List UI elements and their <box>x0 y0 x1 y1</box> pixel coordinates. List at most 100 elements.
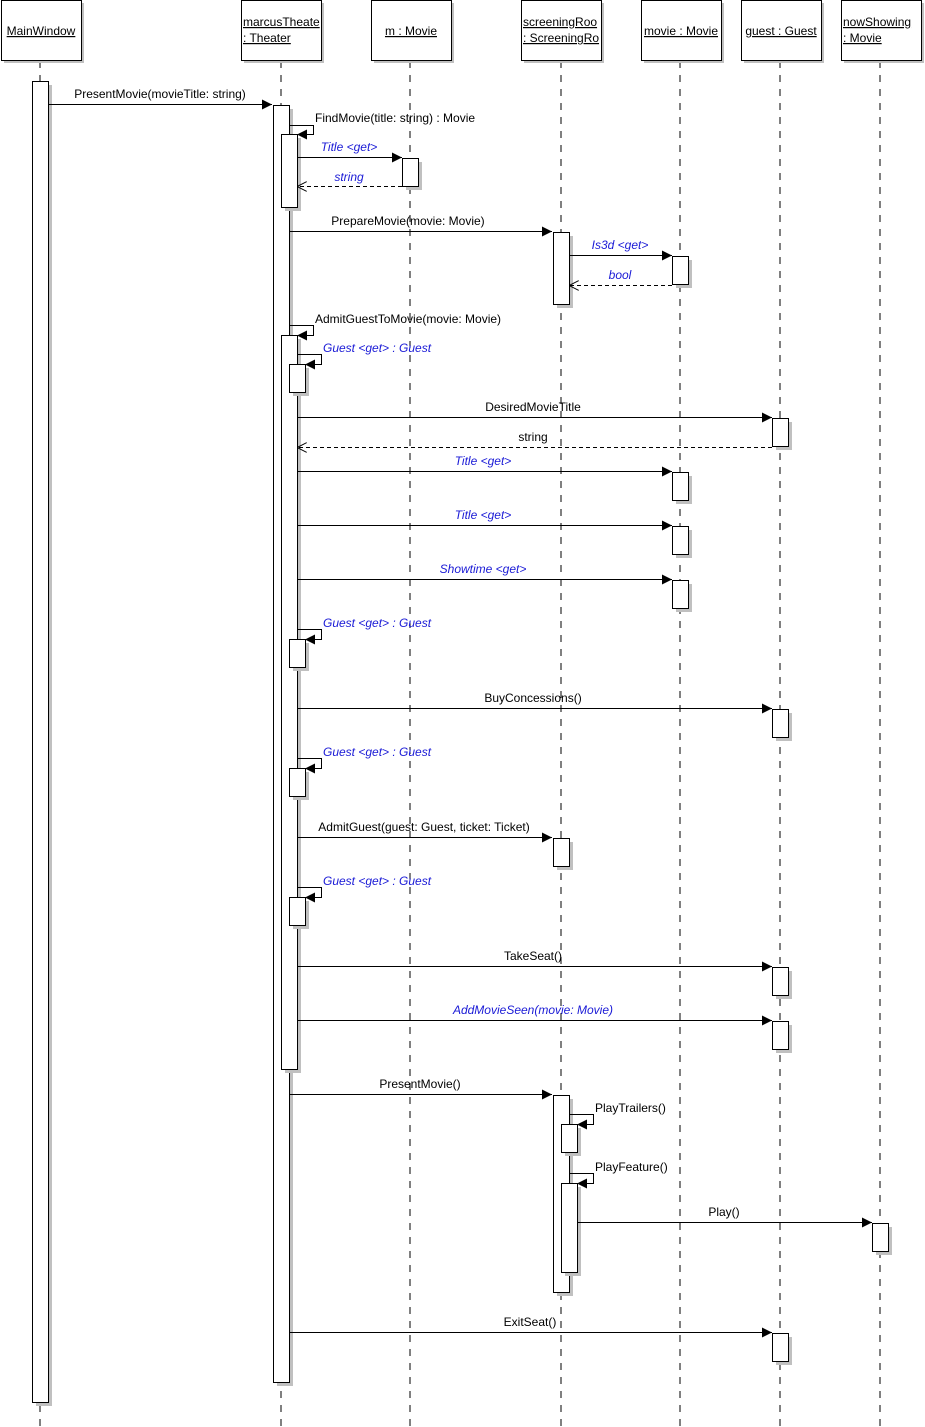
activation-bar-box <box>672 472 689 501</box>
lifeline-m: m : Movie <box>371 0 454 1427</box>
lifeline-name-line: marcusTheate <box>243 15 320 29</box>
lifeline-guest: guest : Guest <box>741 0 824 1427</box>
message-self-call: AdmitGuestToMovie(movie: Movie) <box>289 312 501 341</box>
activation-bar-box <box>561 1183 578 1273</box>
message-call: Is3d <get> <box>569 238 672 261</box>
message-call: DesiredMovieTitle <box>297 400 772 423</box>
lifeline-name-line: m : Movie <box>385 24 437 38</box>
message-self-call: PlayTrailers() <box>569 1101 666 1130</box>
activation-bar <box>772 709 792 741</box>
message-self-call: Guest <get> : Guest <box>297 874 432 903</box>
message-self-call: PlayFeature() <box>569 1160 668 1189</box>
message-label: DesiredMovieTitle <box>485 400 581 414</box>
activation-bar-box <box>561 1124 578 1153</box>
activation-bar-box <box>289 897 306 926</box>
message-label: Title <get> <box>321 140 378 154</box>
lifeline-header-box[interactable] <box>521 0 602 61</box>
message-return: bool <box>569 268 672 286</box>
self-call-arrow <box>289 325 314 341</box>
message-label: Guest <get> : Guest <box>323 341 432 355</box>
message-label: Play() <box>708 1205 739 1219</box>
message-call: PresentMovie() <box>289 1077 552 1100</box>
activation-bar-box <box>289 768 306 797</box>
activation-bar-box <box>772 967 789 996</box>
activation-bar <box>281 335 301 1073</box>
message-label: string <box>334 170 364 184</box>
activation-bar <box>672 580 692 612</box>
activation-bar <box>281 134 301 211</box>
activation-bar-box <box>289 364 306 393</box>
activation-bar <box>561 1124 581 1156</box>
message-call: PresentMovie(movieTitle: string) <box>49 87 272 110</box>
message-self-call: Guest <get> : Guest <box>297 745 432 774</box>
self-call-arrow <box>569 1173 594 1189</box>
lifeline-name-line: : ScreeningRo <box>523 31 599 45</box>
lifeline-movie: movie : Movie <box>641 0 724 1427</box>
message-label: PlayFeature() <box>595 1160 668 1174</box>
activation-bar-box <box>281 134 298 208</box>
message-label: PrepareMovie(movie: Movie) <box>331 214 484 228</box>
activation-bar <box>672 472 692 504</box>
lifeline-header-box[interactable] <box>371 0 452 61</box>
lifeline-name-line: guest : Guest <box>745 24 817 38</box>
message-call: Title <get> <box>297 140 402 163</box>
activation-bar-box <box>289 639 306 668</box>
lifeline-name-line: : Theater <box>243 31 291 45</box>
activation-bar-box <box>772 418 789 447</box>
lifeline-name-line: : Movie <box>843 31 882 45</box>
message-call: Showtime <get> <box>297 562 672 585</box>
self-call-arrow <box>297 629 322 645</box>
message-self-call: Guest <get> : Guest <box>297 341 432 370</box>
self-call-arrow <box>297 354 322 370</box>
message-label: Title <get> <box>455 454 512 468</box>
message-label: AdmitGuestToMovie(movie: Movie) <box>315 312 501 326</box>
message-label: PresentMovie() <box>379 1077 460 1091</box>
message-label: Guest <get> : Guest <box>323 874 432 888</box>
message-call: AdmitGuest(guest: Guest, ticket: Ticket) <box>297 820 552 843</box>
activation-bar-box <box>553 232 570 305</box>
lifeline-name-line: MainWindow <box>7 24 76 38</box>
message-call: ExitSeat() <box>289 1315 772 1338</box>
message-label: Is3d <get> <box>592 238 649 252</box>
self-call-arrow <box>289 125 314 140</box>
activation-bar-box <box>402 158 419 187</box>
lifeline-header-box[interactable] <box>841 0 922 61</box>
self-call-arrow <box>569 1114 594 1130</box>
activation-bar <box>289 768 309 800</box>
message-label: BuyConcessions() <box>484 691 581 705</box>
activation-bar-box <box>772 709 789 738</box>
activation-bar <box>561 1183 581 1276</box>
message-label: Guest <get> : Guest <box>323 616 432 630</box>
activation-bar <box>772 418 792 450</box>
activation-bar <box>872 1223 892 1255</box>
lifeline-name-line: nowShowing <box>843 15 911 29</box>
message-call: PrepareMovie(movie: Movie) <box>289 214 552 237</box>
lifeline-header-box[interactable] <box>641 0 722 61</box>
activation-bar <box>672 256 692 288</box>
activation-bar <box>772 967 792 999</box>
messages-layer: PresentMovie(movieTitle: string)FindMovi… <box>49 87 872 1338</box>
activation-bar-box <box>772 1333 789 1362</box>
lifeline-header-box[interactable] <box>1 0 82 61</box>
message-self-call: Guest <get> : Guest <box>297 616 432 645</box>
message-label: TakeSeat() <box>504 949 562 963</box>
lifeline-header-box[interactable] <box>741 0 822 61</box>
activation-bar-box <box>672 580 689 609</box>
activation-bar-box <box>553 838 570 867</box>
message-label: bool <box>609 268 632 282</box>
activation-bar-box <box>672 256 689 285</box>
activation-bar <box>553 232 573 308</box>
activation-bar <box>553 838 573 870</box>
activation-bar-box <box>281 335 298 1070</box>
activation-bar <box>772 1333 792 1365</box>
activation-bar <box>32 81 52 1406</box>
message-label: AddMovieSeen(movie: Movie) <box>452 1003 613 1017</box>
lifeline-header-box[interactable] <box>241 0 322 61</box>
message-return: string <box>297 170 402 187</box>
message-label: Title <get> <box>455 508 512 522</box>
message-call: AddMovieSeen(movie: Movie) <box>297 1003 772 1026</box>
activation-bar-box <box>872 1223 889 1252</box>
lifeline-name-line: movie : Movie <box>644 24 718 38</box>
